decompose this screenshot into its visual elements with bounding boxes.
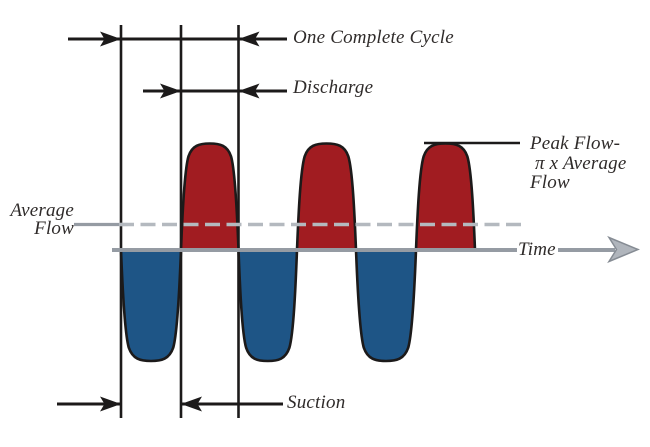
suction-lobe xyxy=(354,248,418,363)
cycle-dimension-arrow xyxy=(68,31,287,47)
time-axis-arrowhead-icon xyxy=(607,235,640,264)
suction-lobe xyxy=(237,248,299,363)
suction-dimension-arrow xyxy=(57,396,283,412)
arrowhead-left-icon xyxy=(181,396,202,412)
time-label: Time xyxy=(518,239,556,260)
average-flow-label: Average Flow xyxy=(10,200,74,239)
discharge-lobe xyxy=(295,142,358,252)
suction-lobe xyxy=(119,248,183,363)
discharge-lobe xyxy=(414,142,477,252)
suction-label: Suction xyxy=(287,392,346,413)
time-axis xyxy=(112,235,640,264)
discharge-lobe xyxy=(179,142,240,252)
arrowhead-right-icon xyxy=(100,396,121,412)
discharge-label: Discharge xyxy=(293,77,374,98)
one-complete-cycle-label: One Complete Cycle xyxy=(293,27,454,48)
arrowhead-right-icon xyxy=(160,83,181,99)
arrowhead-right-icon xyxy=(100,31,121,47)
arrowhead-left-icon xyxy=(238,31,260,47)
peak-flow-label: Peak Flow- π x Average Flow xyxy=(530,133,627,193)
arrowhead-left-icon xyxy=(238,83,260,99)
discharge-dimension-arrow xyxy=(143,83,287,99)
waveform-lobes xyxy=(119,142,477,363)
